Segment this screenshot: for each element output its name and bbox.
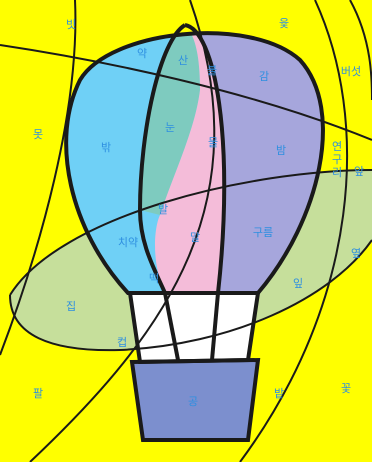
label-pal[interactable]: 팔 xyxy=(33,387,43,400)
label-yut[interactable]: 윷 xyxy=(279,17,289,30)
label-bat[interactable]: 밭 xyxy=(274,387,284,400)
label-bal[interactable]: 발 xyxy=(158,203,168,216)
label-yeop[interactable]: 옆 xyxy=(351,247,361,260)
label-jip[interactable]: 집 xyxy=(66,300,76,313)
label-ip[interactable]: 잎 xyxy=(293,277,303,290)
label-nun[interactable]: 눈 xyxy=(165,121,175,134)
label-mot[interactable]: 못 xyxy=(33,128,43,141)
label-beoseot[interactable]: 버섯 xyxy=(341,65,361,78)
label-san[interactable]: 산 xyxy=(178,54,188,67)
label-gong[interactable]: 공 xyxy=(188,395,198,408)
label-mul[interactable]: 물 xyxy=(208,136,218,149)
label-bak[interactable]: 밖 xyxy=(101,141,111,154)
label-tteok[interactable]: 떡 xyxy=(149,272,159,285)
label-ap[interactable]: 앞 xyxy=(354,165,364,178)
label-kkot[interactable]: 꽃 xyxy=(341,382,351,395)
label-keop[interactable]: 컵 xyxy=(117,336,127,349)
label-chiyak[interactable]: 치약 xyxy=(118,235,138,249)
label-gam[interactable]: 감 xyxy=(259,70,269,83)
label-bit[interactable]: 빗 xyxy=(66,18,76,31)
label-yak[interactable]: 약 xyxy=(137,46,147,60)
label-gureum[interactable]: 구름 xyxy=(253,226,273,239)
label-bul[interactable]: 불 xyxy=(207,64,217,77)
label-bam[interactable]: 밤 xyxy=(276,144,286,157)
label-mal[interactable]: 말 xyxy=(190,231,200,244)
